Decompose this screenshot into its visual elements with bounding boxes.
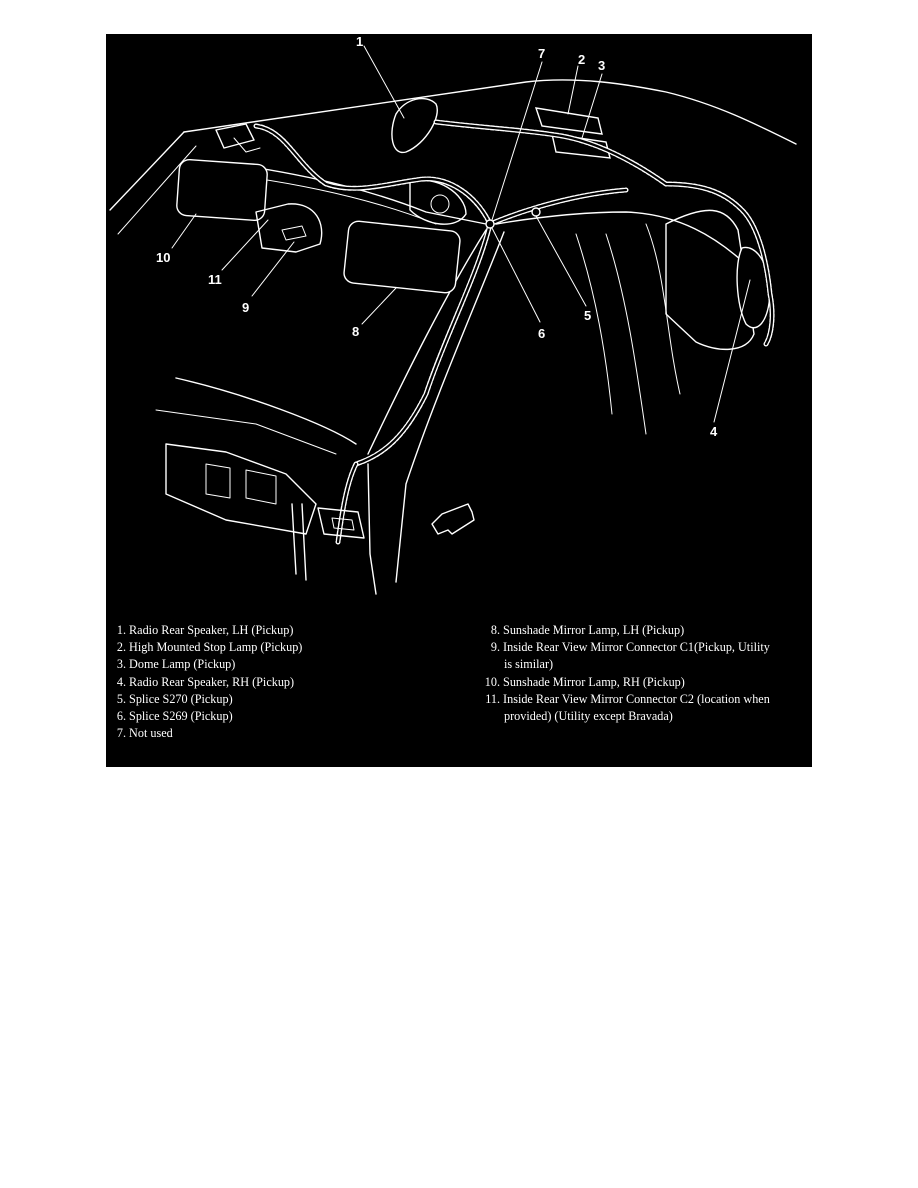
legend-item: 4. Radio Rear Speaker, RH (Pickup)	[116, 674, 295, 689]
callout-4: 4	[710, 424, 718, 439]
roof-left-edge	[109, 131, 185, 211]
rear-window-inner	[645, 223, 681, 395]
leader-11	[221, 219, 269, 271]
legend-item: 2. High Mounted Stop Lamp (Pickup)	[116, 640, 303, 655]
callout-8: 8	[352, 324, 359, 339]
legend-item-continuation: provided) (Utility except Bravada)	[504, 709, 673, 724]
front-direction-arrow	[431, 503, 475, 535]
cab-back-line-2	[575, 233, 613, 415]
leader-9	[251, 241, 295, 297]
callout-5: 5	[584, 308, 591, 323]
dash-bracket	[205, 463, 277, 505]
legend-item-continuation: is similar)	[504, 657, 554, 672]
speaker-lh	[391, 97, 438, 154]
leader-2	[567, 65, 579, 115]
wiring-figure: 1 2 3 4 5 6 7 8 9 10 11 1. Radio Rear Sp…	[106, 34, 812, 767]
mirror-connector	[281, 225, 307, 241]
leader-1	[363, 45, 405, 119]
roof-front-edge	[183, 79, 797, 145]
dash-top-2	[155, 409, 337, 455]
leader-7	[491, 61, 543, 221]
door-frame-back	[495, 211, 757, 275]
sunshade-rh	[343, 220, 461, 294]
a-pillar-lower	[291, 503, 307, 581]
splice-s270	[531, 207, 541, 217]
splice-s269	[485, 219, 495, 229]
mirror-mount	[255, 203, 323, 253]
harness-roof-core	[434, 120, 774, 346]
door-frame-b-pillar	[395, 231, 505, 583]
legend: 1. Radio Rear Speaker, LH (Pickup) 2. Hi…	[106, 622, 812, 767]
sunshade-lh	[176, 158, 268, 222]
legend-item: 9. Inside Rear View Mirror Connector C1(…	[470, 639, 812, 673]
leader-6	[491, 227, 541, 323]
console-lamp	[430, 194, 450, 214]
roof-left-edge-inner	[117, 145, 197, 235]
legend-item: 6. Splice S269 (Pickup)	[116, 709, 233, 724]
speaker-rh	[736, 246, 771, 329]
rear-window	[665, 209, 755, 351]
roof-bracket-lh-2	[233, 137, 261, 153]
door-frame-front	[367, 229, 487, 455]
callout-1: 1	[356, 34, 363, 49]
legend-column-right: 8. Sunshade Mirror Lamp, LH (Pickup) 9. …	[470, 622, 812, 725]
legend-item: 10. Sunshade Mirror Lamp, RH (Pickup)	[484, 674, 685, 689]
legend-item: 1. Radio Rear Speaker, LH (Pickup)	[116, 623, 294, 637]
legend-column-left: 1. Radio Rear Speaker, LH (Pickup) 2. Hi…	[112, 622, 472, 742]
legend-item: 3. Dome Lamp (Pickup)	[116, 657, 236, 672]
callout-11: 11	[208, 272, 222, 287]
leader-3	[581, 73, 603, 139]
legend-item: 5. Splice S270 (Pickup)	[116, 691, 233, 706]
harness-rail	[487, 187, 629, 227]
callout-3: 3	[598, 58, 605, 73]
callout-7: 7	[538, 46, 545, 61]
legend-item: 8. Sunshade Mirror Lamp, LH (Pickup)	[490, 623, 685, 637]
callout-9: 9	[242, 300, 249, 315]
stop-lamp	[534, 107, 603, 135]
dome-lamp	[551, 133, 611, 159]
harness-main-core	[254, 124, 492, 466]
callout-6: 6	[538, 326, 545, 341]
cab-back-line	[605, 233, 647, 435]
dash-top	[175, 377, 357, 445]
door-front-edge	[367, 463, 377, 595]
lower-connector	[317, 507, 365, 539]
legend-item: 7. Not used	[116, 726, 173, 741]
lower-connector-2	[331, 517, 355, 531]
callout-2: 2	[578, 52, 585, 67]
dash-panel	[165, 443, 317, 535]
roof-bracket-lh	[215, 123, 255, 149]
leader-8	[361, 287, 397, 325]
leader-10	[171, 213, 197, 249]
leader-5	[535, 215, 587, 307]
callout-10: 10	[156, 250, 170, 265]
leader-4	[713, 279, 751, 423]
roof-harness-diagram: 1 2 3 4 5 6 7 8 9 10 11	[109, 34, 797, 595]
legend-item: 11. Inside Rear View Mirror Connector C2…	[470, 691, 812, 725]
harness-rail-core	[488, 188, 628, 226]
harness-down-core	[336, 462, 358, 544]
